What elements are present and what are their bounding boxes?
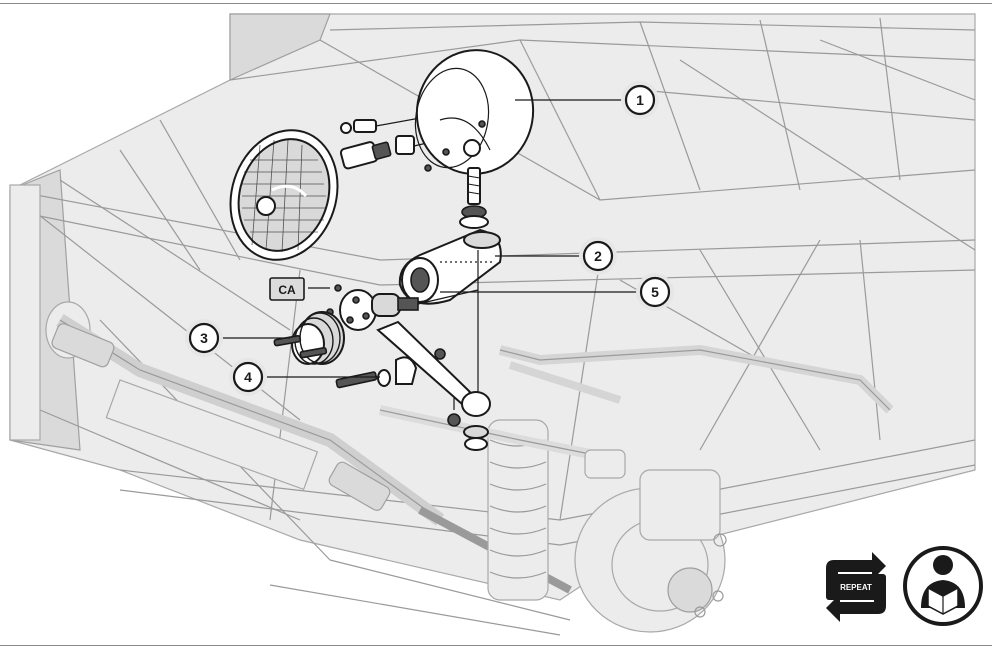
- bottom-rule: [0, 645, 992, 646]
- callout-1-label: 1: [636, 92, 644, 108]
- callout-4: 4: [229, 358, 267, 396]
- bracket-plate: [335, 320, 491, 451]
- lower-wishbone: [378, 405, 626, 479]
- callout-5-label: 5: [651, 284, 659, 300]
- ca-label: CA: [278, 283, 296, 297]
- brake-disc-hub: [574, 469, 727, 633]
- headlamp-lens: [229, 129, 339, 261]
- read-manual-icon: [903, 546, 983, 626]
- repeat-label: REPEAT: [840, 583, 872, 592]
- headlamp-bracket: [398, 228, 502, 305]
- leader-lines: [218, 99, 640, 378]
- top-rule: [0, 3, 992, 4]
- headlamp-shell: [414, 49, 535, 229]
- callout-1: 1: [621, 81, 659, 119]
- callout-5: 5: [636, 273, 674, 311]
- callout-3-label: 3: [200, 330, 208, 346]
- mounting-stud: [326, 250, 479, 400]
- repeat-icon: REPEAT: [826, 552, 886, 622]
- callout-2: 2: [579, 237, 617, 275]
- callout-4-label: 4: [244, 369, 252, 385]
- coilover-spring: [487, 419, 549, 601]
- callout-2-label: 2: [594, 248, 602, 264]
- ca-label-box: CA: [269, 277, 305, 301]
- rubber-boot: [273, 311, 345, 365]
- callout-3: 3: [185, 319, 223, 357]
